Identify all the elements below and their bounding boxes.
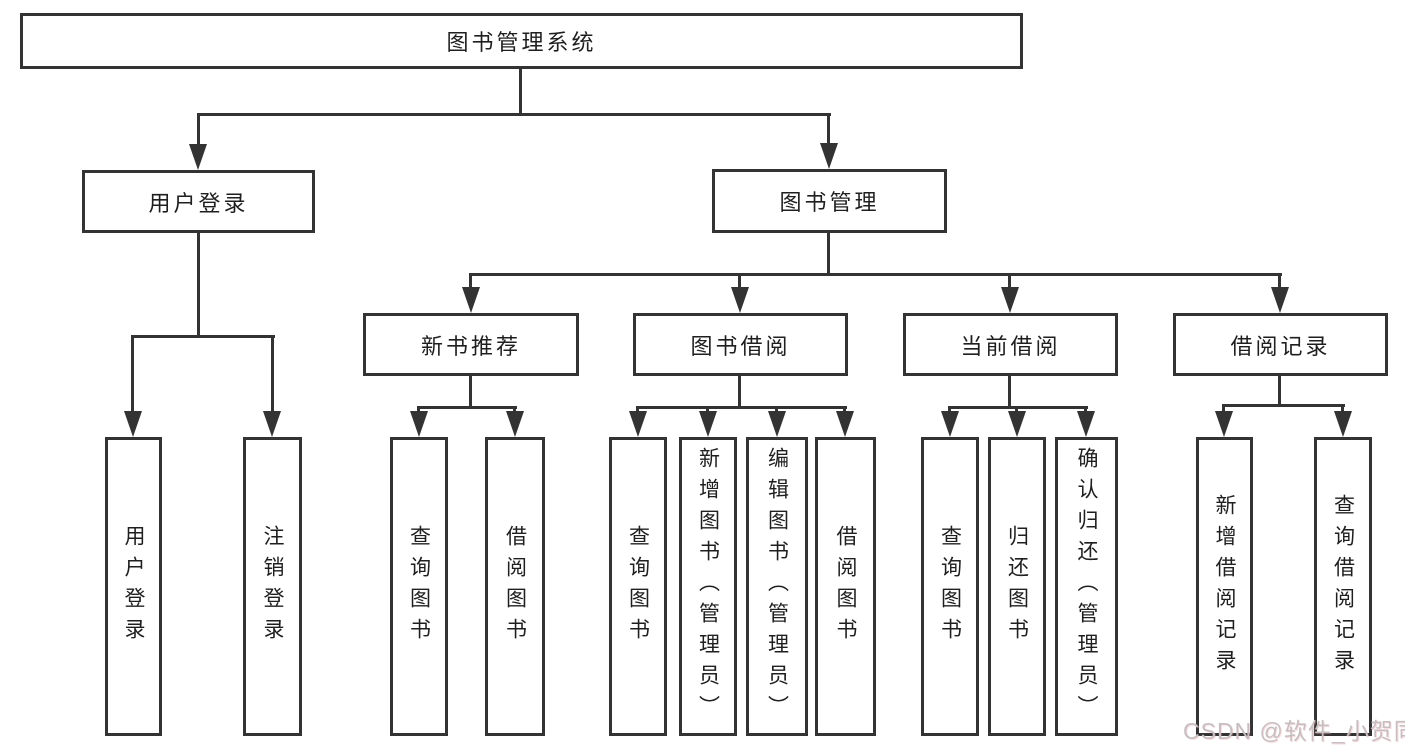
leaf-borrow-book-2: 借阅图书 xyxy=(815,437,876,736)
leaf-edit-book-admin: 编辑图书（管理员） xyxy=(746,437,808,736)
connector-line xyxy=(469,273,1282,276)
arrow-down-icon xyxy=(1334,411,1352,437)
node-label: 注销登录 xyxy=(261,524,284,649)
arrow-down-icon xyxy=(699,411,717,437)
leaf-logout: 注销登录 xyxy=(243,437,302,736)
connector-line xyxy=(271,335,274,417)
arrow-down-icon xyxy=(189,144,207,170)
arrow-down-icon xyxy=(263,411,281,437)
leaf-return-book: 归还图书 xyxy=(988,437,1046,736)
connector-line xyxy=(519,69,522,115)
connector-line xyxy=(1223,404,1345,407)
node-label: 图书管理系统 xyxy=(446,30,597,55)
arrow-down-icon xyxy=(1001,287,1019,313)
arrow-down-icon xyxy=(731,287,749,313)
connector-line xyxy=(1008,273,1011,295)
node-label: 图书管理 xyxy=(779,190,880,215)
node-book-borrow: 图书借阅 xyxy=(633,313,848,376)
node-label: 查询图书 xyxy=(407,524,431,649)
connector-line xyxy=(132,335,275,338)
connector-line xyxy=(637,406,847,409)
connector-line xyxy=(949,406,1088,409)
arrow-down-icon xyxy=(820,143,838,169)
arrow-down-icon xyxy=(836,411,854,437)
connector-line xyxy=(197,113,200,150)
node-label: 用户登录 xyxy=(122,524,145,649)
arrow-down-icon xyxy=(1008,411,1026,437)
arrow-down-icon xyxy=(462,287,480,313)
node-borrow-record: 借阅记录 xyxy=(1173,313,1388,376)
node-label: 查询图书 xyxy=(626,524,650,649)
connector-line xyxy=(1008,376,1011,407)
arrow-down-icon xyxy=(124,411,142,437)
connector-line xyxy=(1278,273,1281,295)
arrow-down-icon xyxy=(941,411,959,437)
node-label: 编辑图书（管理员） xyxy=(765,447,789,726)
arrow-down-icon xyxy=(506,411,524,437)
arrow-down-icon xyxy=(629,411,647,437)
leaf-query-book-3: 查询图书 xyxy=(921,437,979,736)
connector-line xyxy=(197,233,200,335)
arrow-down-icon xyxy=(768,411,786,437)
connector-line xyxy=(131,335,134,417)
node-label: 新增图书（管理员） xyxy=(696,447,720,726)
arrow-down-icon xyxy=(1271,287,1289,313)
node-label: 归还图书 xyxy=(1005,524,1029,649)
node-label: 图书借阅 xyxy=(690,333,791,359)
leaf-confirm-return-admin: 确认归还（管理员） xyxy=(1055,437,1118,736)
node-label: 确认归还（管理员） xyxy=(1075,447,1098,726)
connector-line xyxy=(738,376,741,407)
connector-line xyxy=(197,113,831,116)
node-new-book-recommend: 新书推荐 xyxy=(363,313,579,376)
node-label: 查询借阅记录 xyxy=(1331,493,1355,680)
connector-line xyxy=(469,273,472,295)
leaf-query-borrow-record: 查询借阅记录 xyxy=(1314,437,1372,736)
leaf-add-book-admin: 新增图书（管理员） xyxy=(679,437,737,736)
node-root: 图书管理系统 xyxy=(20,13,1023,69)
node-label: 新书推荐 xyxy=(420,333,521,359)
leaf-add-borrow-record: 新增借阅记录 xyxy=(1196,437,1253,736)
node-book-management: 图书管理 xyxy=(712,169,947,233)
connector-line xyxy=(1278,376,1281,405)
node-label: 当前借阅 xyxy=(960,333,1061,359)
node-user-login: 用户登录 xyxy=(82,170,315,233)
leaf-borrow-book-1: 借阅图书 xyxy=(485,437,545,736)
watermark: CSDN @软件_小贺同学 xyxy=(1183,718,1405,744)
leaf-user-login: 用户登录 xyxy=(105,437,162,736)
arrow-down-icon xyxy=(1215,411,1233,437)
connector-line xyxy=(469,376,472,407)
connector-line xyxy=(738,273,741,295)
node-label: 借阅图书 xyxy=(503,524,527,649)
node-label: 借阅记录 xyxy=(1230,333,1331,359)
leaf-query-book-1: 查询图书 xyxy=(390,437,448,736)
node-label: 用户登录 xyxy=(148,190,249,216)
arrow-down-icon xyxy=(1077,411,1095,437)
leaf-query-book-2: 查询图书 xyxy=(609,437,667,736)
connector-line xyxy=(827,233,830,273)
node-label: 新增借阅记录 xyxy=(1213,493,1236,680)
node-label: 借阅图书 xyxy=(834,524,857,649)
node-label: 查询图书 xyxy=(938,524,962,649)
connector-line xyxy=(418,406,517,409)
connector-line xyxy=(827,113,830,149)
arrow-down-icon xyxy=(410,411,428,437)
node-current-borrow: 当前借阅 xyxy=(903,313,1118,376)
